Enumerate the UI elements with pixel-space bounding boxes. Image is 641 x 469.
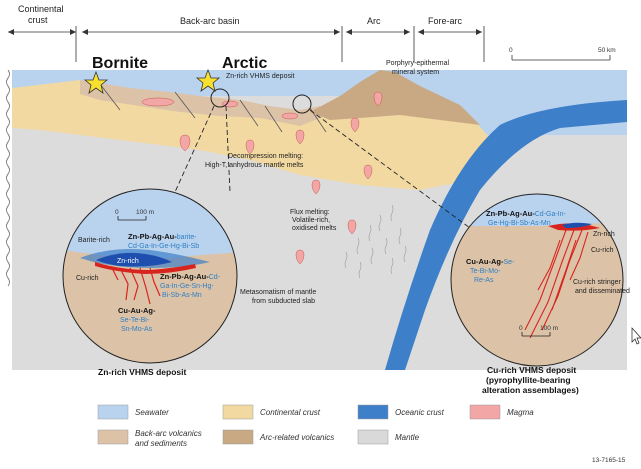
region-continental-crust-2: crust — [28, 15, 48, 25]
region-back-arc-basin: Back-arc basin — [180, 16, 240, 26]
label-metasomatism-1: Metasomatism of mantle — [240, 289, 316, 296]
back-arc-volcanics — [80, 80, 330, 126]
legend-label-seawater: Seawater — [135, 408, 169, 417]
right-assemblage-2-line2: Te-Bi-Mo- — [470, 268, 501, 275]
label-metasomatism-2: from subducted slab — [252, 298, 315, 305]
zoom-line-left-2 — [225, 105, 231, 193]
zoom-line-right-1 — [309, 109, 471, 229]
scale-distance: 50 km — [598, 47, 616, 54]
left-cu-rich: Cu-rich — [76, 275, 99, 282]
left-edge-squiggle — [6, 69, 10, 287]
region-arc: Arc — [367, 16, 381, 26]
legend-swatch-seawater — [97, 404, 129, 420]
label-flux-3: oxidised melts — [292, 225, 337, 232]
left-scale-zero: 0 — [115, 209, 119, 216]
left-assemblage-2-line3: Bi-Sb-As-Mn — [162, 292, 202, 299]
fluid-wiggles — [344, 204, 407, 279]
legend-label-magma: Magma — [507, 408, 534, 417]
right-inset-scale — [521, 332, 551, 337]
right-stringer-1: Cu-rich stringer — [573, 279, 622, 286]
left-inset — [62, 188, 238, 364]
label-flux-2: Volatile-rich, — [292, 217, 330, 224]
zoom-circle-zn — [210, 88, 230, 108]
right-cu-rich: Cu-rich — [591, 247, 614, 254]
left-scale-length: 100 m — [136, 209, 154, 216]
left-zn-rich: Zn-rich — [117, 258, 139, 265]
legend-label-arcvolc: Arc-related volcanics — [259, 433, 334, 442]
legend-label-oceanic: Oceanic crust — [395, 408, 445, 417]
legend-label-continental: Continental crust — [260, 408, 321, 417]
left-assemblage-1: Zn-Pb-Ag-Au-barite- — [128, 232, 197, 241]
bornite-star — [83, 70, 109, 94]
label-porphyry-1: Porphyry-epithermal — [386, 60, 449, 67]
left-inset-caption: Zn-rich VHMS deposit — [98, 367, 186, 377]
legend-swatch-continental — [222, 404, 254, 420]
legend-swatch-mantle — [357, 429, 389, 445]
right-scale-zero: 0 — [519, 325, 523, 332]
arctic-star — [195, 68, 221, 92]
left-assemblage-3-line3: Sn-Mo-As — [121, 326, 153, 333]
right-scale-length: 100 m — [540, 325, 558, 332]
right-assemblage-1-line2: Ge-Hg-Bi-Sb-As-Mn — [488, 220, 551, 227]
left-inset-scale — [117, 216, 147, 221]
left-barite-rich: Barite-rich — [78, 237, 110, 244]
label-decompression-2: High-T, anhydrous mantle melts — [205, 162, 304, 169]
km-scale-bar — [511, 55, 611, 61]
right-caption-3: alteration assemblages) — [482, 385, 579, 395]
right-caption-1: Cu-rich VHMS deposit — [487, 365, 576, 375]
right-assemblage-1: Zn-Pb-Ag-Au-Cd-Ga-In- — [486, 209, 567, 218]
left-assemblage-1-line2: Cd-Ga-In-Ge-Hg-Bi-Sb — [128, 243, 199, 250]
left-assemblage-2: Zn-Pb-Ag-Au-Cd- — [160, 272, 221, 281]
cursor-icon — [631, 327, 641, 345]
legend-label-backarc-1: Back-arc volcanics — [135, 429, 202, 438]
oceanic-crust-slab — [385, 100, 627, 370]
magma-droplets — [141, 91, 383, 265]
scale-zero: 0 — [509, 47, 513, 54]
legend-swatch-magma — [469, 404, 501, 420]
legend-swatch-backarc — [97, 429, 129, 445]
zoom-circle-cu — [292, 94, 312, 114]
label-porphyry-2: mineral system — [392, 69, 439, 76]
label-decompression-1: Decompression melting: — [228, 153, 303, 160]
region-continental-crust-1: Continental — [18, 4, 64, 14]
label-flux-1: Flux melting: — [290, 209, 330, 216]
figure-id: 13-7165-15 — [592, 457, 626, 464]
right-stringer-2: and disseminated — [575, 288, 630, 295]
label-zn-vhms-deposit: Zn-rich VHMS deposit — [226, 73, 295, 80]
region-fore-arc: Fore-arc — [428, 16, 463, 26]
right-caption-2: (pyrophyllite-bearing — [486, 375, 571, 385]
right-zn-rich: Zn-rich — [593, 231, 615, 238]
legend-swatch-oceanic — [357, 404, 389, 420]
legend-label-backarc-2: and sediments — [135, 439, 187, 448]
left-assemblage-3: Cu-Au-Ag- — [118, 306, 156, 315]
region-arrows — [8, 29, 482, 35]
legend: Seawater Continental crust Oceanic crust… — [97, 404, 534, 448]
left-assemblage-2-line2: Ga-In-Ge-Sn-Hg- — [160, 283, 214, 290]
legend-swatch-arcvolc — [222, 429, 254, 445]
legend-label-mantle: Mantle — [395, 433, 420, 442]
left-assemblage-3-line2: Se-Te-Bi- — [120, 317, 150, 324]
arctic-label: Arctic — [222, 55, 267, 72]
right-inset — [450, 193, 624, 367]
bornite-label: Bornite — [92, 55, 148, 72]
arc-volcanics — [310, 70, 480, 125]
right-assemblage-2-line3: Re-As — [474, 277, 494, 284]
right-assemblage-2: Cu-Au-Ag-Se- — [466, 257, 515, 266]
